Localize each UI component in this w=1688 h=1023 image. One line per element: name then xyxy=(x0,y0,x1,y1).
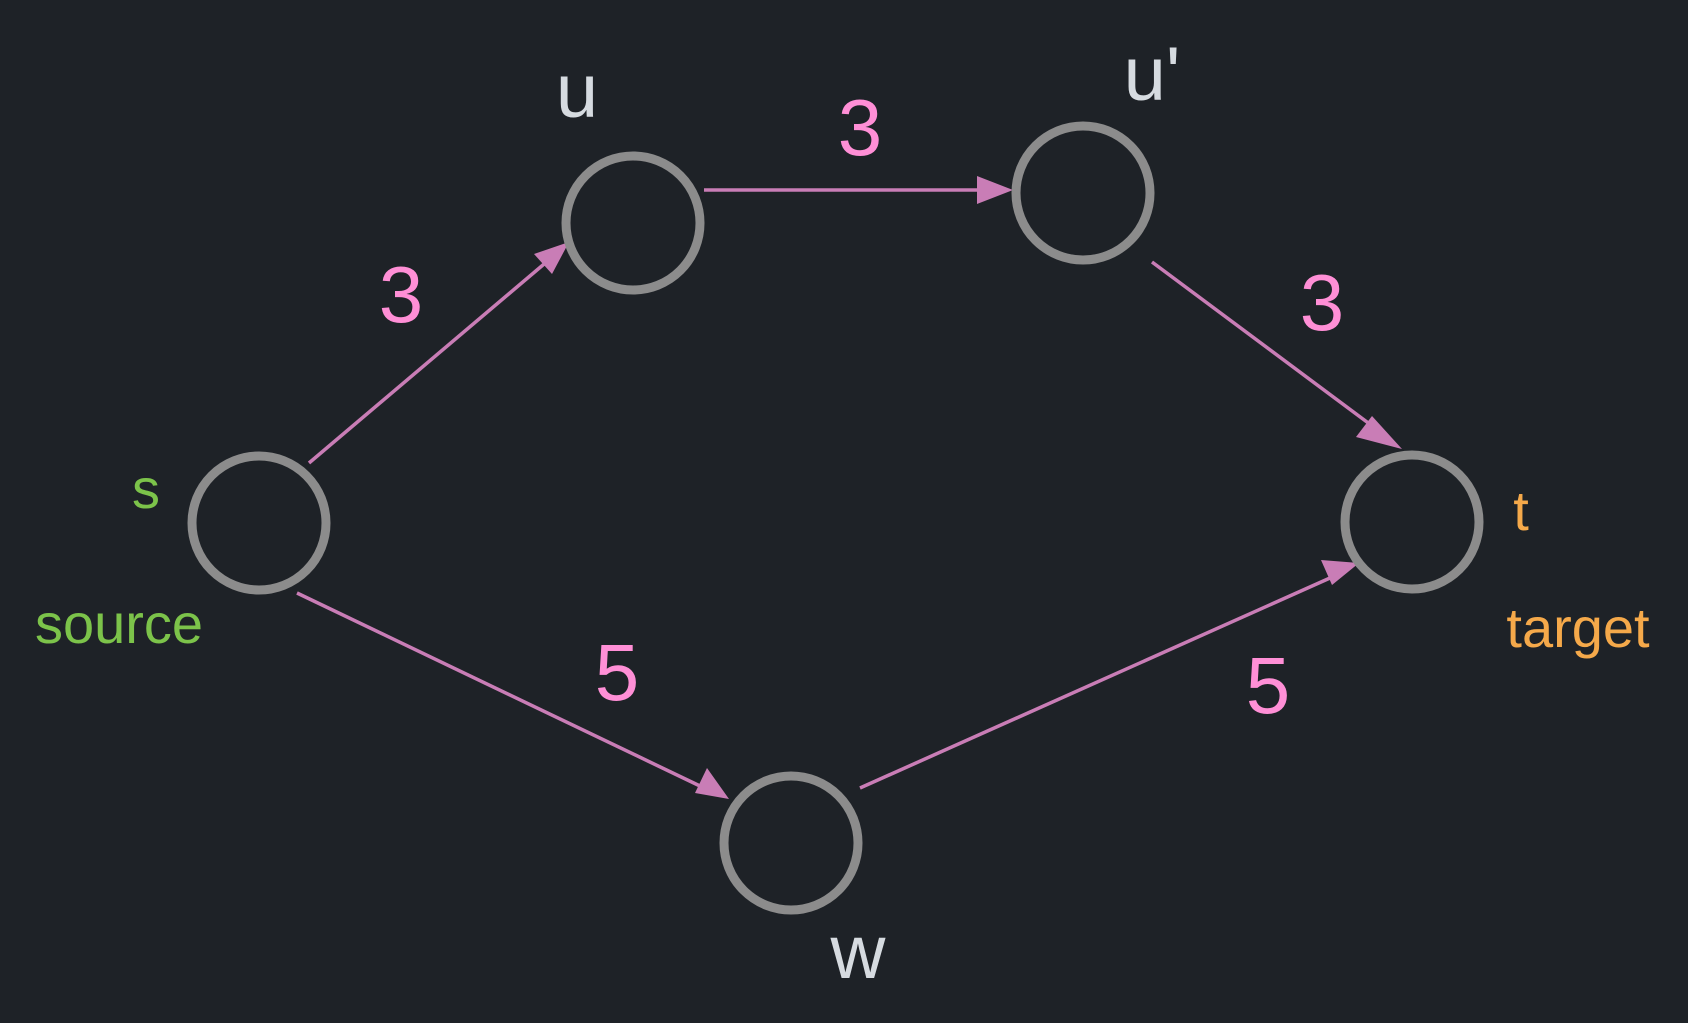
edge-s-u xyxy=(307,257,552,465)
edges xyxy=(296,176,1402,799)
node-w xyxy=(719,771,863,915)
node-u xyxy=(561,151,705,295)
weight-uprime-t: 3 xyxy=(1300,258,1345,347)
node-caption-target: target xyxy=(1506,596,1650,659)
node-labels: u u' w s source t target xyxy=(35,32,1650,995)
arrowhead-u-uprime xyxy=(977,176,1013,204)
arrowhead-s-w xyxy=(695,768,729,799)
node-label-w: w xyxy=(830,910,887,995)
node-caption-source: source xyxy=(35,592,203,655)
edge-s-w xyxy=(296,591,701,788)
edge-w-t xyxy=(859,576,1331,790)
weight-u-uprime: 3 xyxy=(838,83,883,172)
arrowhead-uprime-t xyxy=(1356,416,1402,449)
arrowhead-w-t xyxy=(1321,560,1359,585)
weight-w-t: 5 xyxy=(1246,641,1291,730)
node-label-u: u xyxy=(556,49,598,134)
node-label-u-prime: u' xyxy=(1124,32,1181,117)
nodes xyxy=(187,121,1484,915)
edge-uprime-t xyxy=(1150,260,1377,430)
arrowhead-s-u xyxy=(534,242,569,274)
weight-s-u: 3 xyxy=(379,250,424,339)
weight-s-w: 5 xyxy=(595,628,640,717)
edge-weights: 3 3 3 5 5 xyxy=(379,83,1345,730)
node-label-s: s xyxy=(132,457,160,520)
node-u-prime xyxy=(1011,121,1155,265)
node-t xyxy=(1340,450,1484,594)
node-s xyxy=(187,451,331,595)
node-label-t: t xyxy=(1513,479,1529,542)
